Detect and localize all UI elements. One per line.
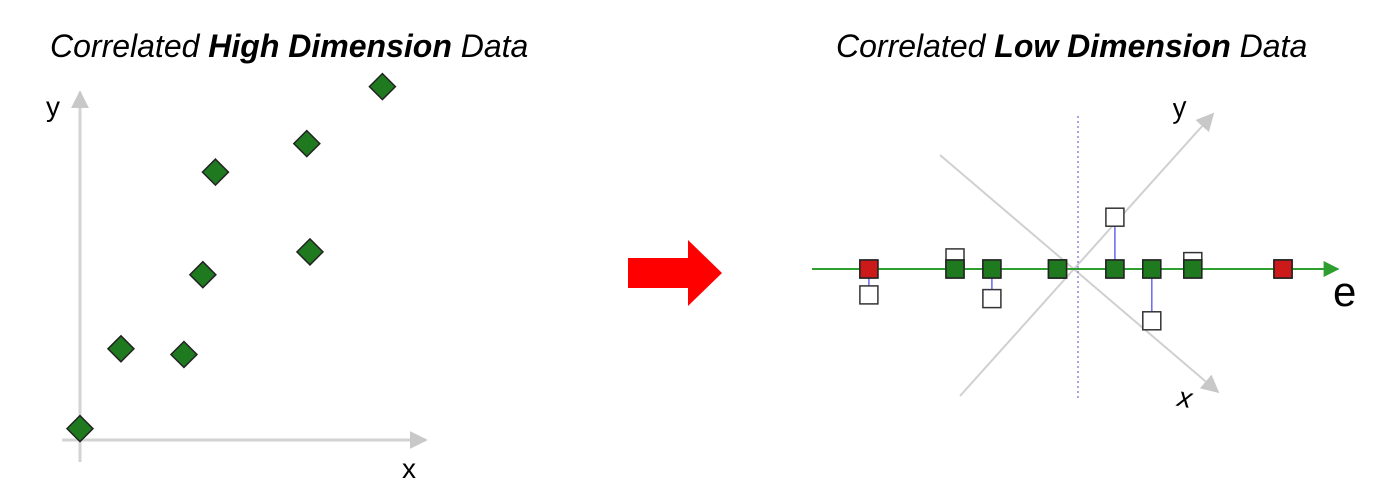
projected-point-marker: [1047, 259, 1068, 279]
original-point: [982, 288, 1002, 309]
left-panel-title: Correlated High Dimension Data: [50, 30, 528, 62]
scatter-point: [295, 237, 325, 266]
original-point: [859, 285, 879, 305]
right-y-axis-label: y: [1168, 91, 1191, 125]
scatter-point: [106, 334, 136, 363]
right-panel-title: Correlated Low Dimension Data: [836, 30, 1307, 62]
right-title-emphasis: Low Dimension: [994, 28, 1231, 64]
projected-point-marker: [982, 259, 1002, 279]
scatter-point: [201, 158, 230, 187]
left-title-suffix: Data: [451, 28, 529, 64]
scatter-point: [169, 340, 199, 369]
projected-endpoint-marker: [859, 259, 879, 279]
transform-arrow: [628, 240, 722, 306]
right-axes: y x: [939, 91, 1220, 414]
right-title-prefix: Correlated: [836, 28, 995, 64]
right-title-suffix: Data: [1230, 28, 1308, 64]
right-y-axis: [959, 112, 1215, 397]
original-point: [1142, 311, 1162, 331]
scatter-point: [368, 72, 397, 101]
left-title-emphasis: High Dimension: [208, 28, 452, 64]
left-x-axis-label: x: [402, 453, 416, 484]
projected-point-marker: [1105, 259, 1125, 279]
projected-point-marker: [945, 259, 965, 279]
right-x-axis: [939, 154, 1220, 394]
projected-point-marker: [1142, 259, 1162, 279]
projected-endpoint-marker: [1273, 259, 1293, 279]
left-axes: y x: [46, 90, 428, 484]
scatter-point: [188, 260, 217, 289]
original-point: [1105, 207, 1125, 227]
left-y-axis-label: y: [46, 91, 60, 122]
scatter-point: [65, 414, 95, 443]
projected-point-marker: [1183, 259, 1203, 279]
left-points: [65, 72, 397, 443]
right-x-axis-label: x: [1173, 381, 1195, 414]
scatter-point: [292, 129, 321, 158]
left-title-prefix: Correlated: [50, 28, 209, 64]
e-axis-label: e: [1333, 268, 1356, 315]
